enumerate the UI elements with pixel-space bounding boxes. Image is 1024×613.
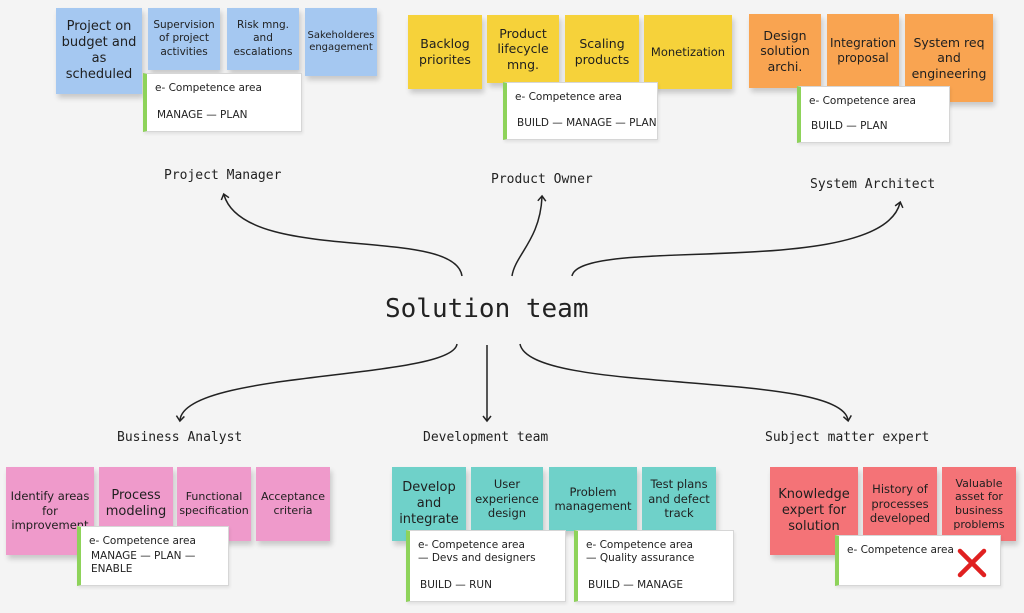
competence-card-devs-designers[interactable]: e- Competence area — Devs and designers … [406, 530, 566, 602]
note-design-solution[interactable]: Design solution archi. [749, 14, 821, 88]
card-title: e- Competence area [418, 539, 525, 551]
competence-card-product-owner[interactable]: e- Competence area BUILD — MANAGE — PLAN [503, 82, 658, 140]
note-test-plans[interactable]: Test plans and defect track [642, 467, 716, 531]
role-business-analyst: Business Analyst [117, 430, 243, 445]
note-integration[interactable]: Integration proposal [827, 14, 899, 88]
note-product-lifecycle[interactable]: Product lifecycle mng. [487, 15, 559, 83]
card-tags: BUILD — RUN [420, 578, 492, 591]
competence-card-subject-matter-expert[interactable]: e- Competence area [835, 535, 1001, 586]
note-monetization[interactable]: Monetization [644, 15, 732, 89]
note-supervision[interactable]: Supervision of project activities [148, 8, 220, 70]
note-project-on-budget[interactable]: Project on budget and as scheduled [56, 8, 142, 94]
note-acceptance-criteria[interactable]: Acceptance criteria [256, 467, 330, 541]
competence-card-project-manager[interactable]: e- Competence area MANAGE — PLAN [143, 73, 302, 132]
card-subtitle: — Devs and designers [418, 552, 536, 565]
note-valuable-asset[interactable]: Valuable asset for business problems [942, 467, 1016, 541]
card-tags: MANAGE — PLAN — ENABLE [91, 549, 196, 575]
arrow-to-business-analyst [175, 343, 458, 423]
note-ux-design[interactable]: User experience design [471, 467, 543, 531]
note-backlog[interactable]: Backlog priorites [408, 15, 482, 89]
card-tags: BUILD — PLAN [811, 119, 888, 132]
arrow-to-product-owner [511, 194, 547, 277]
note-scaling[interactable]: Scaling products [565, 15, 639, 89]
arrow-to-project-manager [220, 192, 463, 277]
note-develop-integrate[interactable]: Develop and integrate [392, 467, 466, 541]
card-tags: MANAGE — PLAN [157, 108, 248, 121]
card-tags: BUILD — MANAGE — PLAN [517, 116, 657, 129]
note-history-processes[interactable]: History of processes developed [863, 467, 937, 541]
role-development-team: Development team [423, 430, 549, 445]
card-title: e- Competence area [89, 535, 196, 547]
competence-card-business-analyst[interactable]: e- Competence area MANAGE — PLAN — ENABL… [77, 526, 229, 586]
note-problem-management[interactable]: Problem management [549, 467, 637, 531]
role-system-architect: System Architect [810, 177, 936, 192]
note-stakeholders[interactable]: Sakeholderes engagement [305, 8, 377, 76]
card-title: e- Competence area [847, 544, 954, 556]
arrow-to-subject-matter-expert [519, 343, 852, 423]
card-title: e- Competence area [155, 82, 262, 94]
card-tags: BUILD — MANAGE [588, 578, 683, 591]
role-project-manager: Project Manager [164, 168, 282, 183]
center-label: Solution team [385, 294, 589, 324]
x-mark-icon [957, 548, 987, 578]
role-subject-matter-expert: Subject matter expert [765, 430, 930, 445]
card-title: e- Competence area [515, 91, 622, 103]
card-title: e- Competence area [809, 95, 916, 107]
arrow-to-system-architect [571, 200, 904, 277]
role-product-owner: Product Owner [491, 172, 593, 187]
competence-card-quality-assurance[interactable]: e- Competence area — Quality assurance B… [574, 530, 734, 602]
note-identify-areas[interactable]: Identify areas for improvement [6, 467, 94, 555]
note-risk-mng[interactable]: Risk mng. and escalations [227, 8, 299, 70]
note-system-req[interactable]: System req and engineering [905, 14, 993, 102]
card-subtitle: — Quality assurance [586, 552, 695, 565]
competence-card-system-architect[interactable]: e- Competence area BUILD — PLAN [797, 86, 950, 143]
card-title: e- Competence area [586, 539, 693, 551]
